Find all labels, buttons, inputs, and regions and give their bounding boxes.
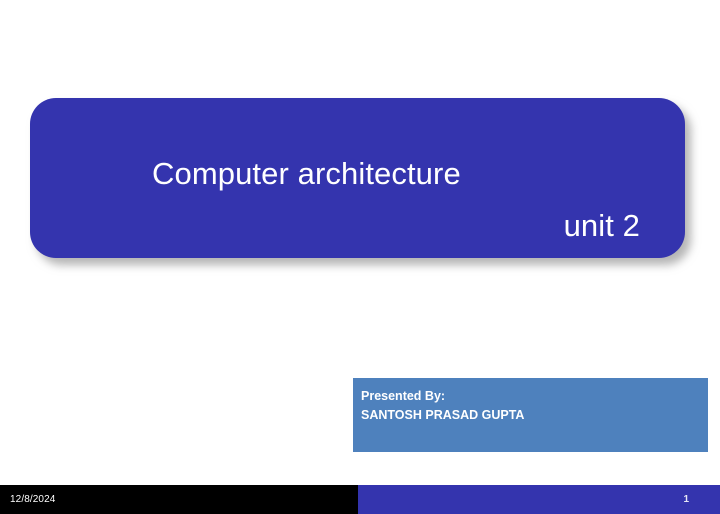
presented-by-box[interactable]: Presented By: SANTOSH PRASAD GUPTA — [353, 378, 708, 452]
title-text-group: Computer architecture unit 2 — [30, 98, 685, 258]
footer-left-bar: 12/8/2024 — [0, 485, 358, 514]
footer-right-bar: 1 — [358, 485, 720, 514]
slide-number: 1 — [683, 494, 689, 505]
slide-title-subtitle: unit 2 — [563, 208, 640, 243]
presented-by-label: Presented By: — [361, 389, 446, 403]
presenter-name: SANTOSH PRASAD GUPTA — [361, 408, 525, 422]
title-box[interactable]: Computer architecture unit 2 — [30, 98, 685, 258]
slide-footer: 12/8/2024 1 — [0, 485, 720, 514]
footer-date: 12/8/2024 — [10, 494, 56, 505]
slide-title-primary: Computer architecture — [152, 156, 461, 191]
